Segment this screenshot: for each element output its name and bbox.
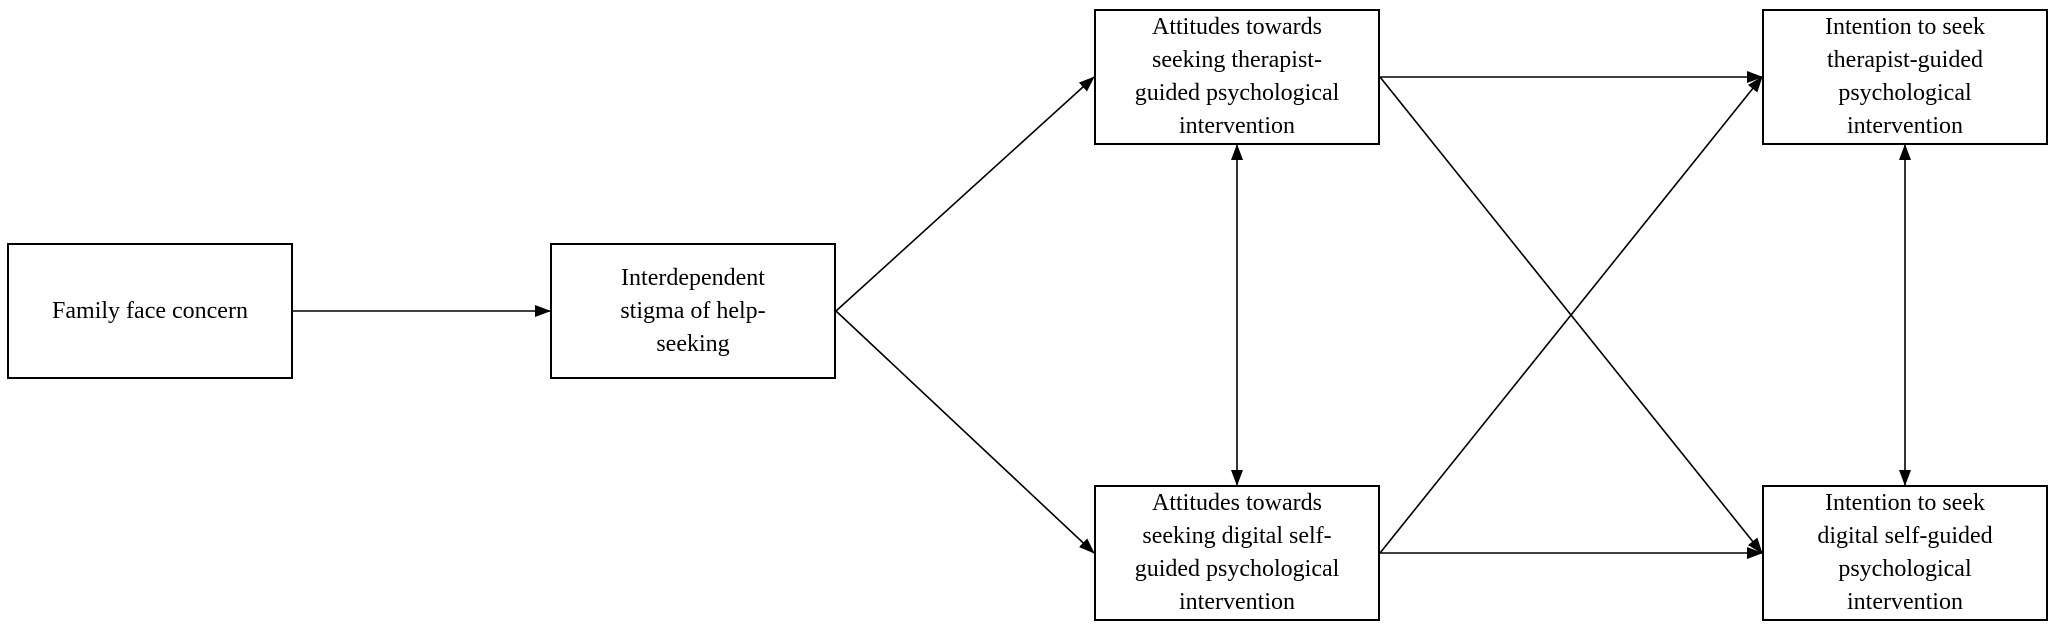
node-label-line: Interdependent: [621, 264, 765, 291]
node-label-line: guided psychological: [1134, 556, 1340, 582]
node-label-intention-digital-self-guided: Intention to seek digital self-guided psyc…: [1817, 487, 1992, 619]
node-label-intention-therapist-guided: Intention to seek therapist-guided psychol…: [1825, 11, 1985, 143]
node-interdependent-stigma: Interdependent stigma of help-seeking: [550, 243, 836, 379]
node-label-line: intervention: [1847, 113, 1963, 139]
node-label-family-face-concern: Family face concern: [52, 297, 248, 324]
node-family-face-concern: Family face concern: [7, 243, 293, 379]
node-label-line: psychological: [1838, 80, 1972, 106]
node-label-line: digital self-guided: [1817, 523, 1993, 549]
node-intention-digital-self-guided: Intention to seek digital self-guided psyc…: [1762, 485, 2048, 621]
node-label-line: Intention to seek: [1825, 14, 1985, 40]
node-label-line: guided psychological: [1134, 80, 1340, 106]
node-label-line: intervention: [1179, 113, 1295, 139]
edge-att_digital-to-int_therapist: [1379, 76, 1763, 554]
node-label-line: seeking digital self-: [1142, 523, 1332, 549]
node-label-interdependent-stigma: Interdependent stigma of help-seeking: [620, 262, 765, 361]
node-intention-therapist-guided: Intention to seek therapist-guided psychol…: [1762, 9, 2048, 145]
node-attitudes-digital-self-guided: Attitudes towards seeking digital self-gu…: [1094, 485, 1380, 621]
node-label-line: intervention: [1179, 589, 1295, 615]
node-attitudes-therapist-guided: Attitudes towards seeking therapist-guide…: [1094, 9, 1380, 145]
node-label-line: Attitudes towards: [1152, 490, 1322, 516]
node-label-line: psychological: [1838, 556, 1972, 582]
edge-stigma-to-att_therapist: [835, 76, 1095, 312]
node-label-line: seeking therapist-: [1152, 47, 1322, 73]
node-label-line: seeking: [656, 330, 730, 357]
node-label-line: Intention to seek: [1825, 490, 1985, 516]
node-label-attitudes-therapist-guided: Attitudes towards seeking therapist-guide…: [1135, 11, 1340, 143]
node-label-line: Attitudes towards: [1152, 14, 1322, 40]
node-label-line: intervention: [1847, 589, 1963, 615]
node-label-attitudes-digital-self-guided: Attitudes towards seeking digital self-gu…: [1135, 487, 1340, 619]
edge-stigma-to-att_digital: [835, 310, 1095, 554]
node-label-line: therapist-guided: [1827, 47, 1983, 73]
node-label-line: stigma of help-: [620, 297, 766, 324]
